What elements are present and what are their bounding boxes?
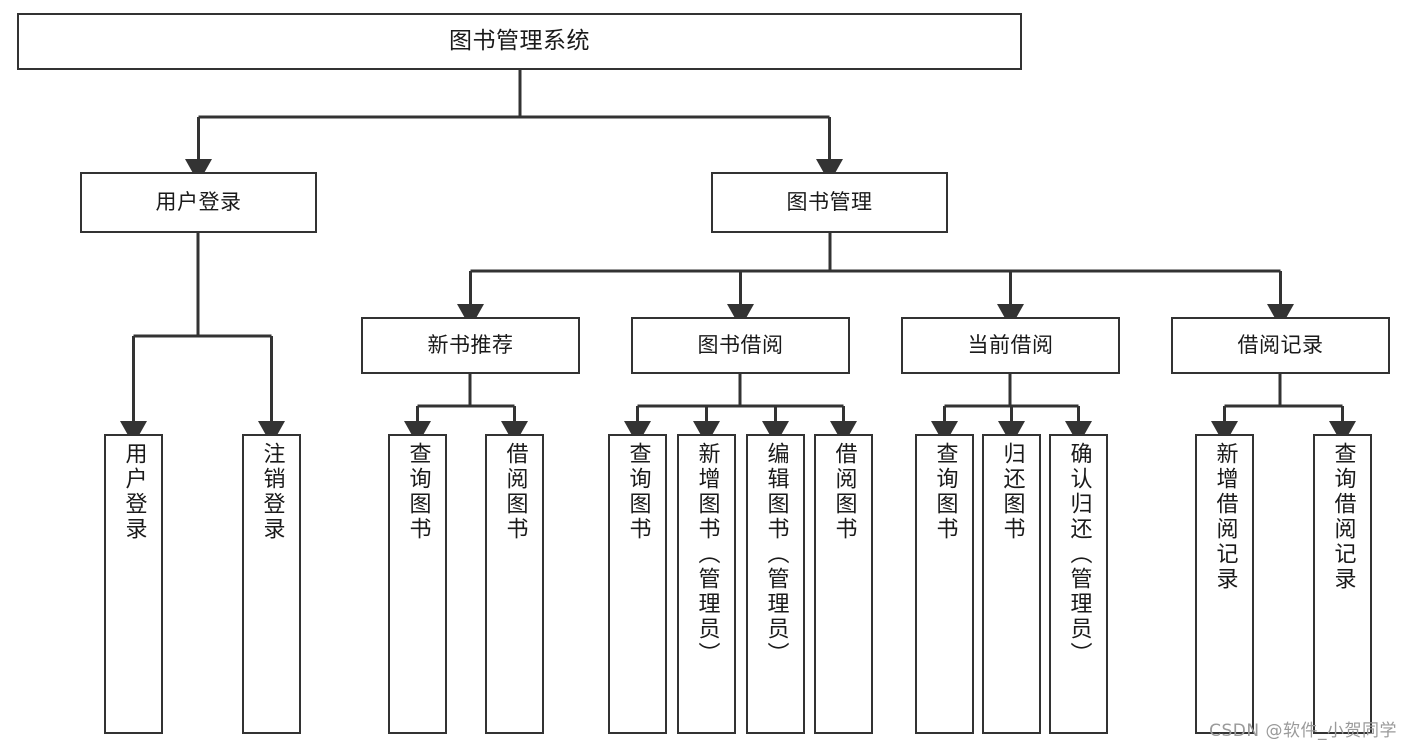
tree-node-label: 用户登录 — [121, 442, 147, 542]
tree-node-label: 确认归还（管理员） — [1066, 442, 1092, 667]
tree-node-label: 图书管理系统 — [449, 27, 590, 54]
tree-node-label: 新增图书（管理员） — [694, 442, 720, 667]
tree-node-l-borrow-book-2[interactable]: 借阅图书 — [814, 434, 873, 734]
tree-node-l-edit-book[interactable]: 编辑图书（管理员） — [746, 434, 805, 734]
tree-node-n-borrow[interactable]: 图书借阅 — [631, 317, 850, 374]
tree-node-label: 查询图书 — [932, 442, 958, 542]
tree-node-label: 借阅图书 — [502, 442, 528, 542]
tree-node-label: 借阅图书 — [831, 442, 857, 542]
tree-node-label: 当前借阅 — [967, 333, 1054, 358]
tree-node-n-records[interactable]: 借阅记录 — [1171, 317, 1390, 374]
tree-node-l-query-book-1[interactable]: 查询图书 — [388, 434, 447, 734]
tree-node-label: 注销登录 — [259, 442, 285, 542]
tree-node-l-borrow-book-1[interactable]: 借阅图书 — [485, 434, 544, 734]
tree-node-label: 查询借阅记录 — [1330, 442, 1356, 592]
tree-node-label: 归还图书 — [999, 442, 1025, 542]
tree-node-l-query-book-3[interactable]: 查询图书 — [915, 434, 974, 734]
tree-node-l-query-book-2[interactable]: 查询图书 — [608, 434, 667, 734]
tree-node-root[interactable]: 图书管理系统 — [17, 13, 1022, 70]
tree-node-label: 查询图书 — [625, 442, 651, 542]
tree-node-label: 新书推荐 — [427, 333, 514, 358]
tree-node-n-book-mgmt[interactable]: 图书管理 — [711, 172, 948, 233]
tree-node-label: 用户登录 — [155, 190, 242, 215]
tree-node-n-new-rec[interactable]: 新书推荐 — [361, 317, 580, 374]
tree-node-label: 图书借阅 — [697, 333, 784, 358]
tree-node-l-add-record[interactable]: 新增借阅记录 — [1195, 434, 1254, 734]
tree-node-n-user-login[interactable]: 用户登录 — [80, 172, 317, 233]
tree-node-label: 查询图书 — [405, 442, 431, 542]
tree-node-l-confirm-return[interactable]: 确认归还（管理员） — [1049, 434, 1108, 734]
tree-node-label: 编辑图书（管理员） — [763, 442, 789, 667]
tree-node-n-current[interactable]: 当前借阅 — [901, 317, 1120, 374]
tree-node-l-add-book[interactable]: 新增图书（管理员） — [677, 434, 736, 734]
tree-node-l-user-login[interactable]: 用户登录 — [104, 434, 163, 734]
tree-node-l-logout[interactable]: 注销登录 — [242, 434, 301, 734]
tree-node-l-query-record[interactable]: 查询借阅记录 — [1313, 434, 1372, 734]
tree-node-label: 图书管理 — [786, 190, 873, 215]
tree-node-l-return-book[interactable]: 归还图书 — [982, 434, 1041, 734]
tree-node-label: 借阅记录 — [1237, 333, 1324, 358]
tree-node-label: 新增借阅记录 — [1212, 442, 1238, 592]
watermark-text: CSDN @软件_小贺同学 — [1209, 721, 1397, 741]
